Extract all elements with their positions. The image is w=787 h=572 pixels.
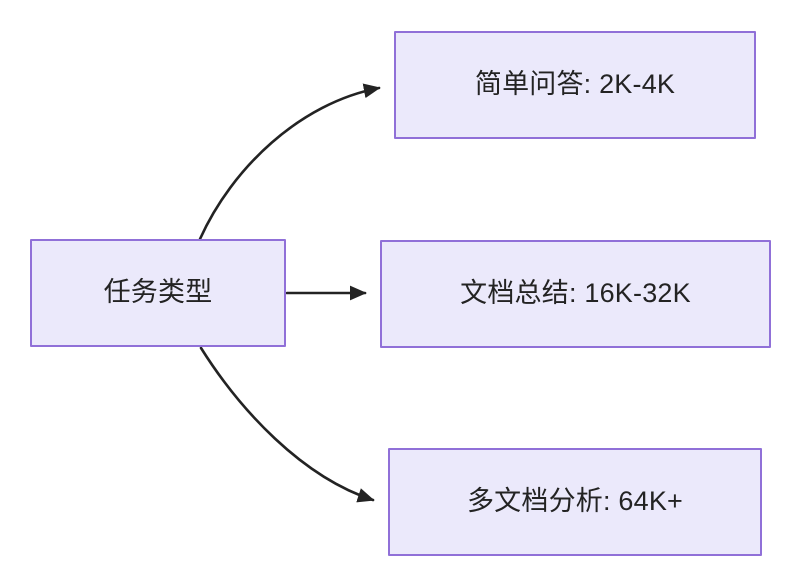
node-simple-qa[interactable]: 简单问答: 2K-4K — [394, 31, 756, 139]
node-simple-qa-label: 简单问答: 2K-4K — [474, 69, 676, 100]
node-doc-summary-label: 文档总结: 16K-32K — [460, 278, 691, 309]
node-multi-doc-label: 多文档分析: 64K+ — [466, 486, 683, 517]
node-task-type[interactable]: 任务类型 — [30, 239, 286, 347]
node-doc-summary[interactable]: 文档总结: 16K-32K — [380, 240, 771, 348]
edge-root-to-simple-qa — [198, 83, 381, 241]
node-task-type-label: 任务类型 — [103, 277, 213, 308]
node-multi-doc[interactable]: 多文档分析: 64K+ — [388, 448, 762, 556]
edge-root-to-multi-doc — [199, 346, 375, 503]
